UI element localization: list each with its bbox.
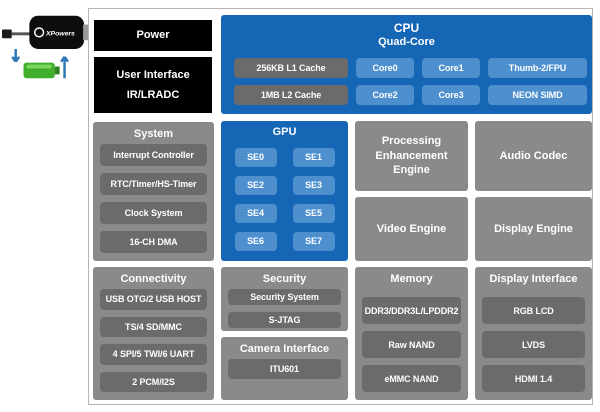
video-engine-block: Video Engine: [355, 197, 468, 261]
gpu-block: GPU SE0 SE1 SE2 SE3 SE4 SE5 SE6 SE7: [221, 121, 348, 261]
connectivity-chips: USB OTG/2 USB HOST TS/4 SD/MMC 4 SPI/5 T…: [100, 289, 207, 392]
core3-chip: Core3: [422, 84, 480, 105]
cpu-row-2: 1MB L2 Cache Core2 Core3 NEON SIMD: [234, 84, 587, 105]
audio-codec-block: Audio Codec: [475, 121, 592, 191]
cpu-row-1: 256KB L1 Cache Core0 Core1 Thumb-2/FPU: [234, 57, 587, 78]
display-interface-section: Display Interface RGB LCD LVDS HDMI 1.4: [475, 267, 592, 400]
cpu-title-group: CPU Quad-Core: [221, 15, 592, 50]
emmc-nand-chip: eMMC NAND: [362, 365, 461, 392]
usb-cable: [11, 32, 32, 36]
l2-cache-chip: 1MB L2 Cache: [234, 84, 348, 105]
charge-arrow-down-icon: [11, 48, 21, 63]
device-photo: XPowers: [2, 15, 88, 79]
ddr3-chip: DDR3/DDR3L/LPDDR2: [362, 297, 461, 324]
camera-interface-section: Camera Interface ITU601: [221, 337, 348, 400]
itu601-chip: ITU601: [228, 359, 341, 379]
security-section: Security Security System S-JTAG: [221, 267, 348, 331]
s-jtag-chip: S-JTAG: [228, 312, 341, 328]
brand-logo-icon: [34, 27, 45, 38]
system-title: System: [133, 128, 174, 140]
battery-tip: [54, 66, 60, 75]
security-chips: Security System S-JTAG: [228, 289, 341, 328]
memory-section: Memory DDR3/DDR3L/LPDDR2 Raw NAND eMMC N…: [355, 267, 468, 400]
user-interface-block: User Interface IR/LRADC: [94, 57, 212, 113]
connectivity-title: Connectivity: [120, 273, 187, 285]
gpu-title-group: GPU: [221, 121, 348, 140]
raw-nand-chip: Raw NAND: [362, 331, 461, 358]
power-label: Power: [136, 29, 170, 42]
fpu-chip: Thumb-2/FPU: [488, 57, 587, 78]
se6-chip: SE6: [234, 231, 277, 251]
cpu-block: CPU Quad-Core 256KB L1 Cache Core0 Core1…: [221, 15, 592, 114]
se3-chip: SE3: [292, 175, 335, 195]
processing-enhancement-engine-label: Processing Enhancement Engine: [375, 134, 448, 177]
se1-chip: SE1: [292, 147, 335, 167]
display-engine-block: Display Engine: [475, 197, 592, 261]
spi-twi-uart-chip: 4 SPI/5 TWI/6 UART: [100, 344, 207, 365]
charge-arrow-up-icon: [60, 56, 69, 79]
se4-chip: SE4: [234, 203, 277, 223]
battery-highlight: [26, 64, 52, 69]
processing-enhancement-engine-block: Processing Enhancement Engine: [355, 121, 468, 191]
usb-chip: USB OTG/2 USB HOST: [100, 289, 207, 310]
ir-lradc-label: IR/LRADC: [126, 88, 180, 101]
brand-label: XPowers: [45, 30, 75, 37]
memory-title: Memory: [390, 273, 433, 285]
se5-chip: SE5: [292, 203, 335, 223]
se2-chip: SE2: [234, 175, 277, 195]
security-title: Security: [262, 273, 307, 285]
core2-chip: Core2: [356, 84, 414, 105]
cpu-rows: 256KB L1 Cache Core0 Core1 Thumb-2/FPU 1…: [221, 50, 592, 115]
lvds-chip: LVDS: [482, 331, 585, 358]
display-interface-title: Display Interface: [489, 273, 578, 285]
core1-chip: Core1: [422, 57, 480, 78]
connectivity-section: Connectivity USB OTG/2 USB HOST TS/4 SD/…: [93, 267, 214, 400]
se7-chip: SE7: [292, 231, 335, 251]
dma-chip: 16-CH DMA: [100, 231, 207, 253]
rtc-timer-chip: RTC/Timer/HS-Timer: [100, 173, 207, 195]
neon-simd-chip: NEON SIMD: [488, 84, 587, 105]
interrupt-controller-chip: Interrupt Controller: [100, 144, 207, 166]
cpu-title: CPU: [393, 21, 420, 35]
camera-chips: ITU601: [228, 359, 341, 392]
system-section: System Interrupt Controller RTC/Timer/HS…: [93, 122, 214, 261]
cable-plug-icon: [2, 29, 12, 39]
l1-cache-chip: 256KB L1 Cache: [234, 57, 348, 78]
pcm-i2s-chip: 2 PCM/I2S: [100, 371, 207, 392]
dongle-body: [29, 15, 85, 49]
system-chips: Interrupt Controller RTC/Timer/HS-Timer …: [100, 144, 207, 253]
gpu-title: GPU: [272, 126, 297, 138]
camera-interface-title: Camera Interface: [239, 343, 330, 355]
gpu-shader-grid: SE0 SE1 SE2 SE3 SE4 SE5 SE6 SE7: [221, 147, 348, 251]
memory-chips: DDR3/DDR3L/LPDDR2 Raw NAND eMMC NAND: [362, 289, 461, 392]
audio-codec-label: Audio Codec: [499, 149, 568, 162]
core0-chip: Core0: [356, 57, 414, 78]
security-system-chip: Security System: [228, 289, 341, 305]
display-engine-label: Display Engine: [494, 222, 573, 235]
se0-chip: SE0: [234, 147, 277, 167]
sd-mmc-chip: TS/4 SD/MMC: [100, 316, 207, 337]
hdmi-chip: HDMI 1.4: [482, 365, 585, 392]
display-interface-chips: RGB LCD LVDS HDMI 1.4: [482, 289, 585, 392]
user-interface-label: User Interface: [116, 68, 190, 81]
video-engine-label: Video Engine: [376, 222, 447, 235]
usb-plug-icon: [83, 24, 88, 41]
power-block: Power: [94, 20, 212, 51]
clock-system-chip: Clock System: [100, 202, 207, 224]
cpu-subtitle: Quad-Core: [378, 36, 435, 48]
rgb-lcd-chip: RGB LCD: [482, 297, 585, 324]
